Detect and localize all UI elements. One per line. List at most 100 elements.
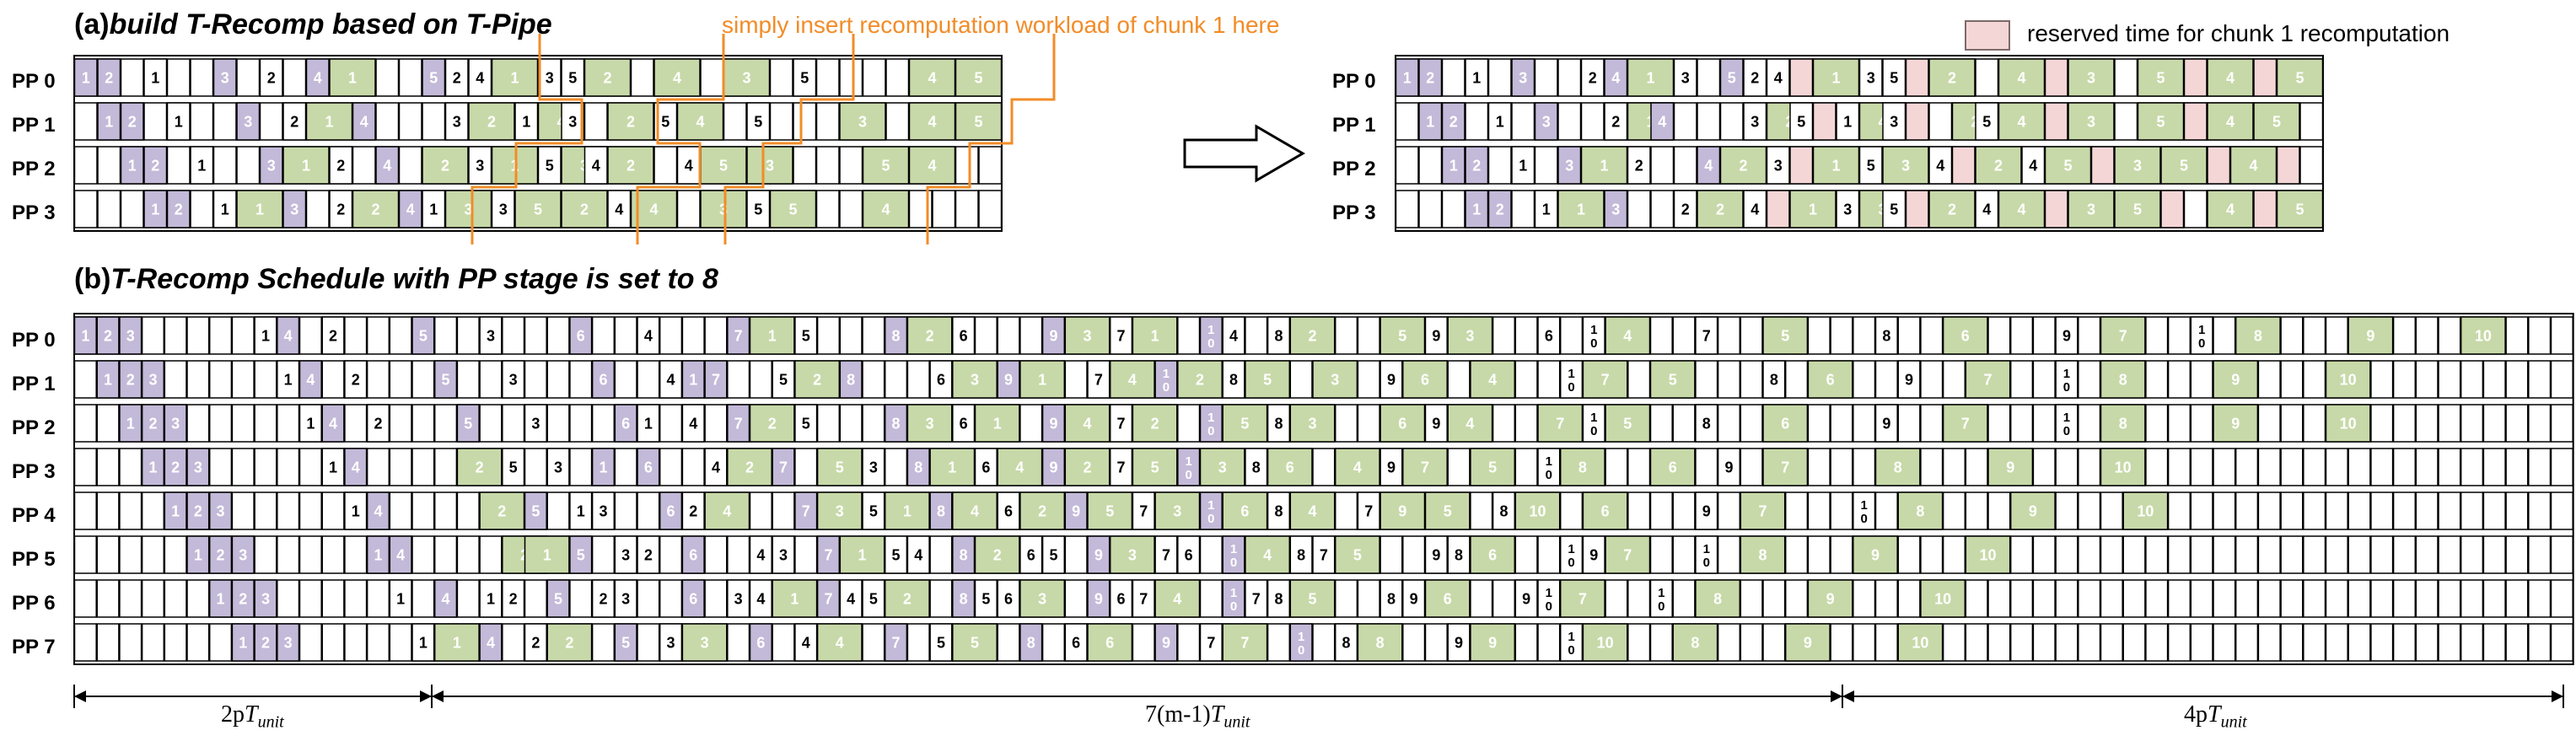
- panel-b-empty-slot: [2213, 448, 2236, 486]
- panel-b-empty-slot: [456, 360, 480, 399]
- panel-b-empty-slot: [1740, 316, 1763, 355]
- panel-a-right-recompute-block: [2276, 146, 2300, 185]
- panel-b-empty-slot: [2482, 491, 2506, 530]
- panel-b-empty-slot: [591, 404, 616, 443]
- panel-b-empty-slot: [704, 404, 728, 443]
- panel-a-left-block-label: 4: [928, 157, 936, 174]
- panel-b-weight-block: [637, 535, 660, 574]
- panel-b-block-label: 7: [2119, 327, 2127, 344]
- panel-b-empty-slot: [2325, 448, 2348, 486]
- panel-b-empty-slot: [2235, 535, 2259, 574]
- panel-a-right-forward-block: [1928, 190, 1976, 228]
- panel-b-empty-slot: [411, 579, 435, 618]
- panel-b-empty-slot: [1987, 623, 2011, 662]
- panel-b-empty-slot: [96, 623, 120, 662]
- panel-b-backward-block: [884, 404, 908, 443]
- panel-b-empty-slot: [2009, 535, 2034, 574]
- panel-b-block-label: 5: [971, 634, 979, 651]
- panel-b-block-label: 5: [869, 502, 878, 519]
- panel-b-empty-slot: [2438, 316, 2461, 355]
- panel-b-empty-slot: [366, 579, 390, 618]
- panel-b-weight-block: [974, 448, 998, 486]
- panel-a-right-forward-block: [1697, 190, 1744, 228]
- panel-a-right-forward-block: [1557, 190, 1605, 228]
- panel-b-weight-block: [1222, 360, 1245, 399]
- panel-b-weight-block: [1492, 491, 1516, 530]
- panel-a-right-block-label: 5: [1797, 113, 1805, 130]
- panel-b-block-label: 8: [1297, 546, 1305, 563]
- recompute-insert-line: [926, 34, 1056, 244]
- panel-a-left-empty-slot: [73, 190, 98, 228]
- panel-b-forward-block: [1402, 448, 1448, 486]
- panel-b-empty-slot: [1830, 404, 1853, 443]
- phase-1-text: 2p: [221, 701, 245, 728]
- panel-a-right-block-label: 4: [2226, 113, 2235, 130]
- panel-b-block-label: 2: [104, 327, 112, 344]
- panel-b-empty-slot: [119, 491, 143, 530]
- panel-b-empty-slot: [727, 360, 750, 399]
- panel-a-left-empty-slot: [73, 102, 98, 141]
- panel-b-empty-slot: [1897, 404, 1921, 443]
- panel-a-right-backward-block: [1604, 58, 1628, 97]
- panel-b-forward-block: [1784, 623, 1831, 662]
- panel-b-backward-block: [1199, 316, 1223, 355]
- panel-b-weight-block: [1379, 579, 1403, 618]
- panel-b-empty-slot: [433, 535, 458, 574]
- panel-b-forward-block: [1402, 360, 1448, 399]
- panel-b-forward-block: [749, 404, 795, 443]
- panel-a-right-weight-block: [1743, 102, 1767, 141]
- panel-b-block-label: 3: [1128, 546, 1137, 563]
- panel-b-empty-slot: [1874, 623, 1898, 662]
- panel-a-right-empty-slot: [1557, 102, 1582, 141]
- panel-b-forward-block: [1222, 623, 1268, 662]
- panel-b-empty-slot: [2347, 623, 2371, 662]
- panel-b-block-label: 1: [1568, 367, 1574, 381]
- panel-b-forward-block: [906, 316, 953, 355]
- panel-b-empty-slot: [2550, 535, 2573, 574]
- panel-b-block-label: 2: [497, 502, 506, 519]
- panel-a-right-block-label: 3: [1542, 113, 1551, 130]
- panel-a-right-block-label: 5: [2133, 201, 2142, 218]
- panel-b-block-label: 3: [239, 546, 247, 563]
- panel-b-block-label: 3: [171, 415, 180, 432]
- panel-b-block-label: 1: [148, 459, 157, 475]
- panel-b-backward-block: [524, 491, 547, 530]
- panel-b-weight-block: [839, 579, 863, 618]
- panel-b-empty-slot: [2392, 491, 2417, 530]
- panel-b-block-label: 5: [531, 502, 540, 519]
- panel-a-right-weight-block: [1882, 102, 1906, 141]
- panel-a-left-empty-slot: [978, 146, 1003, 185]
- panel-b-empty-slot: [1447, 360, 1471, 399]
- panel-b-block-label: 5: [892, 546, 901, 563]
- panel-b-empty-slot: [2167, 579, 2191, 618]
- panel-b-empty-slot: [2167, 491, 2191, 530]
- panel-b-forward-block: [1807, 360, 1853, 399]
- panel-b-empty-slot: [906, 360, 930, 399]
- timeline-arrowhead: [1831, 690, 1842, 702]
- panel-a-right-empty-slot: [1395, 102, 1419, 141]
- panel-b-backward-block: [141, 448, 165, 486]
- panel-a-left-forward-block: [514, 190, 562, 228]
- panel-b-block-label: 6: [1105, 634, 1114, 651]
- panel-b-empty-slot: [2325, 491, 2348, 530]
- panel-b-row-label: PP 1: [12, 373, 56, 395]
- panel-b-forward-block: [1470, 448, 1516, 486]
- panel-a-right-recompute-block: [1905, 58, 1929, 97]
- panel-b-forward-block: [2100, 448, 2146, 486]
- panel-b-empty-slot: [1649, 316, 1673, 355]
- panel-a-left-backward-block: [143, 146, 168, 185]
- panel-b-block-label: 7: [734, 327, 743, 344]
- panel-a-right-weight-block: [1604, 102, 1628, 141]
- panel-b-empty-slot: [1064, 535, 1088, 574]
- panel-a-left-empty-slot: [212, 102, 237, 141]
- panel-a-left-empty-slot: [120, 190, 144, 228]
- panel-b-empty-slot: [1627, 623, 1651, 662]
- panel-b-weight-block: [1019, 535, 1043, 574]
- panel-a-right-recompute-block: [2090, 146, 2115, 185]
- panel-b-empty-slot: [366, 623, 390, 662]
- panel-b-block-label: 3: [621, 546, 630, 563]
- panel-b-backward-block: [591, 360, 616, 399]
- panel-a-right-empty-slot: [1697, 102, 1721, 141]
- panel-b-empty-slot: [2550, 491, 2573, 530]
